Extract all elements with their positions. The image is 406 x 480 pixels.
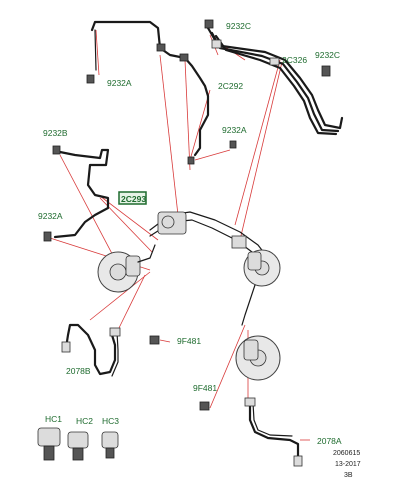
connector-hc2-icon [67,431,89,449]
bolt-icon [86,74,95,84]
connector-hc1-icon [37,427,61,447]
left-brake-disc [97,244,156,293]
pipe-clip-icon [269,57,280,66]
brake-hose-2078a [199,397,303,467]
master-cylinder-assembly [149,211,269,259]
ref-revision: 3B [344,472,353,479]
callout-hc1: HC1 [45,414,62,424]
bolt-icon [229,140,237,149]
pipe-clip-icon [179,53,189,62]
connector-hc1-icon [43,445,55,461]
caliper-icon [247,251,262,271]
highlight-box [118,191,147,205]
bracket-icon [149,335,160,345]
rear-brake-pipe-2c292 [86,20,237,165]
ref-date: 13-2017 [335,461,361,468]
callout-2c292: 2C292 [218,81,243,91]
pipe-clip-icon [156,43,166,52]
callout-9232c-right: 9232C [315,50,340,60]
brake-pipe-bundle-2c326 [204,19,344,136]
leader-lines [49,29,310,441]
right-lower-brake-disc [235,335,281,381]
callout-9232a-top: 9232A [107,78,132,88]
bolt-icon [187,156,195,165]
callout-9232c-top: 9232C [226,21,251,31]
callout-9232a-mid: 9232A [222,125,247,135]
brake-hose-2078b [61,323,160,377]
hose-fitting-icon [61,341,71,353]
hose-fitting-icon [293,455,303,467]
callout-2c326: 2C326 [282,55,307,65]
hose-fitting-icon [244,397,256,407]
callout-9f481-right: 9F481 [193,383,217,393]
callout-2c293: 2C293 [121,194,146,204]
pipe-clip-icon [231,235,247,249]
right-upper-brake-assembly [241,249,281,326]
reference-block: 2060615 13-2017 3B [333,450,361,479]
bolt-icon [321,65,331,77]
callout-2078b: 2078B [66,366,91,376]
callout-labels: 9232C 2C326 9232C 9232A 2C292 9232A 9232… [38,21,342,446]
callout-9232a-left: 9232A [38,211,63,221]
bracket-icon [199,401,210,411]
connector-hc3-icon [101,431,119,449]
callout-9f481-left: 9F481 [177,336,201,346]
hose-fitting-icon [109,327,121,337]
callout-9232b: 9232B [43,128,68,138]
callout-2078a: 2078A [317,436,342,446]
bolt-icon [43,231,52,242]
connector-hc3-icon [105,447,115,459]
hydraulic-connectors [37,427,119,461]
brake-pipe-2c293 [43,145,110,242]
callout-hc3: HC3 [102,416,119,426]
bolt-icon [52,145,61,155]
caliper-icon [125,255,141,277]
fitting-icon [204,19,214,29]
ref-number: 2060615 [333,450,360,457]
callout-hc2: HC2 [76,416,93,426]
connector-hc2-icon [72,447,84,461]
caliper-icon [243,339,259,361]
pipe-clip-icon [211,39,222,49]
